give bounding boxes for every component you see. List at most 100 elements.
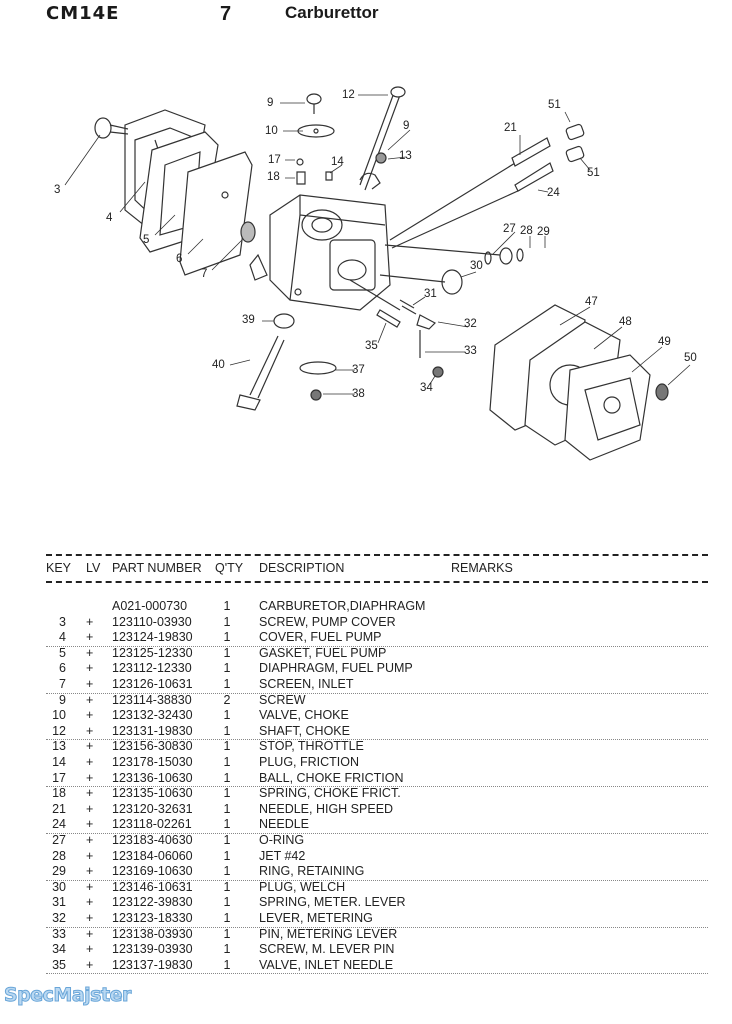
cell-lv: + bbox=[86, 848, 94, 863]
cell-part-number: 123183-40630 bbox=[112, 833, 193, 847]
cell-part-number: 123122-39830 bbox=[112, 895, 193, 910]
cell-description: STOP, THROTTLE bbox=[259, 739, 364, 754]
cell-qty: 1 bbox=[223, 723, 231, 738]
cell-key: 6 bbox=[59, 661, 66, 676]
cell-qty: 1 bbox=[223, 770, 231, 785]
cell-description: COVER, FUEL PUMP bbox=[259, 630, 382, 645]
cell-lv: + bbox=[86, 879, 94, 894]
cell-qty: 1 bbox=[223, 817, 231, 832]
cell-lv: + bbox=[86, 786, 94, 801]
cell-qty: 1 bbox=[223, 895, 231, 910]
cell-lv: + bbox=[86, 864, 94, 879]
cell-key: 35 bbox=[52, 957, 66, 972]
cell-lv: + bbox=[86, 770, 94, 785]
callout-47: 47 bbox=[585, 296, 598, 308]
cell-description: PIN, METERING LEVER bbox=[259, 926, 398, 941]
callout-18: 18 bbox=[267, 171, 280, 183]
cell-qty: 1 bbox=[223, 833, 231, 847]
cell-part-number: 123135-10630 bbox=[112, 786, 193, 801]
cell-description: RING, RETAINING bbox=[259, 864, 365, 879]
carburettor-drawing bbox=[64, 86, 691, 461]
cell-part-number: 123184-06060 bbox=[112, 848, 193, 863]
table-header-divider bbox=[46, 581, 708, 583]
cell-description: O-RING bbox=[259, 833, 305, 847]
cell-qty: 1 bbox=[223, 942, 231, 957]
callout-38: 38 bbox=[352, 388, 365, 400]
callout-27: 27 bbox=[503, 223, 516, 235]
callout-35: 35 bbox=[365, 340, 378, 352]
cell-qty: 1 bbox=[223, 599, 231, 613]
cell-description: PLUG, FRICTION bbox=[259, 755, 360, 769]
cell-key: 29 bbox=[52, 864, 66, 879]
cell-part-number: 123112-12330 bbox=[112, 661, 192, 676]
callout-9: 9 bbox=[267, 97, 274, 109]
col-header-key: KEY bbox=[46, 561, 72, 575]
cell-qty: 1 bbox=[223, 786, 231, 801]
cell-key: 34 bbox=[52, 942, 66, 957]
cell-part-number: 123132-32430 bbox=[112, 708, 193, 723]
callout-9: 9 bbox=[403, 120, 410, 132]
cell-qty: 2 bbox=[223, 692, 231, 707]
cell-lv: + bbox=[86, 708, 94, 723]
cell-description: VALVE, INLET NEEDLE bbox=[259, 957, 394, 972]
cell-key: 13 bbox=[52, 739, 66, 754]
cell-key: 30 bbox=[52, 879, 66, 894]
cell-lv: + bbox=[86, 942, 94, 957]
cell-description: NEEDLE bbox=[259, 817, 310, 832]
cell-key: 33 bbox=[52, 926, 66, 941]
callout-51: 51 bbox=[548, 99, 561, 111]
cell-qty: 1 bbox=[223, 957, 231, 972]
cell-part-number: 123131-19830 bbox=[112, 723, 193, 738]
cell-qty: 1 bbox=[223, 848, 231, 863]
col-header-lv: LV bbox=[86, 561, 101, 575]
cell-key: 32 bbox=[52, 911, 66, 925]
cell-part-number: 123137-19830 bbox=[112, 957, 193, 972]
table-row: 28 +123184-06060 1 JET #42 bbox=[46, 849, 708, 865]
cell-key: 27 bbox=[52, 833, 66, 847]
cell-lv: + bbox=[86, 957, 94, 972]
callout-33: 33 bbox=[464, 345, 477, 357]
cell-part-number: 123139-03930 bbox=[112, 942, 193, 957]
cell-part-number: 123146-10631 bbox=[112, 879, 193, 894]
cell-part-number: 123123-18330 bbox=[112, 911, 193, 925]
cell-key: 5 bbox=[59, 645, 66, 660]
callout-5: 5 bbox=[143, 234, 150, 246]
cell-description: PLUG, WELCH bbox=[259, 879, 346, 894]
cell-part-number: A021-000730 bbox=[112, 599, 188, 613]
col-header-description: DESCRIPTION bbox=[259, 561, 345, 575]
cell-description: LEVER, METERING bbox=[259, 911, 373, 925]
cell-qty: 1 bbox=[223, 801, 231, 816]
callout-32: 32 bbox=[464, 318, 477, 330]
cell-part-number: 123110-03930 bbox=[112, 614, 192, 629]
cell-part-number: 123124-19830 bbox=[112, 630, 193, 645]
cell-key: 24 bbox=[52, 817, 66, 832]
cell-key: 3 bbox=[59, 614, 66, 629]
cell-part-number: 123118-02261 bbox=[112, 817, 192, 832]
cell-lv: + bbox=[86, 755, 94, 769]
cell-qty: 1 bbox=[223, 864, 231, 879]
cell-description: JET #42 bbox=[259, 848, 306, 863]
callout-30: 30 bbox=[470, 260, 483, 272]
cell-key: 28 bbox=[52, 848, 66, 863]
cell-key: 7 bbox=[59, 677, 66, 691]
cell-description: DIAPHRAGM, FUEL PUMP bbox=[259, 661, 413, 676]
model-code: CM14E bbox=[46, 3, 120, 24]
callout-50: 50 bbox=[684, 352, 697, 364]
cell-lv: + bbox=[86, 833, 94, 847]
callout-12: 12 bbox=[342, 89, 355, 101]
cell-description: SCREW, PUMP COVER bbox=[259, 614, 396, 629]
cell-qty: 1 bbox=[223, 645, 231, 660]
cell-key: 9 bbox=[59, 692, 66, 707]
